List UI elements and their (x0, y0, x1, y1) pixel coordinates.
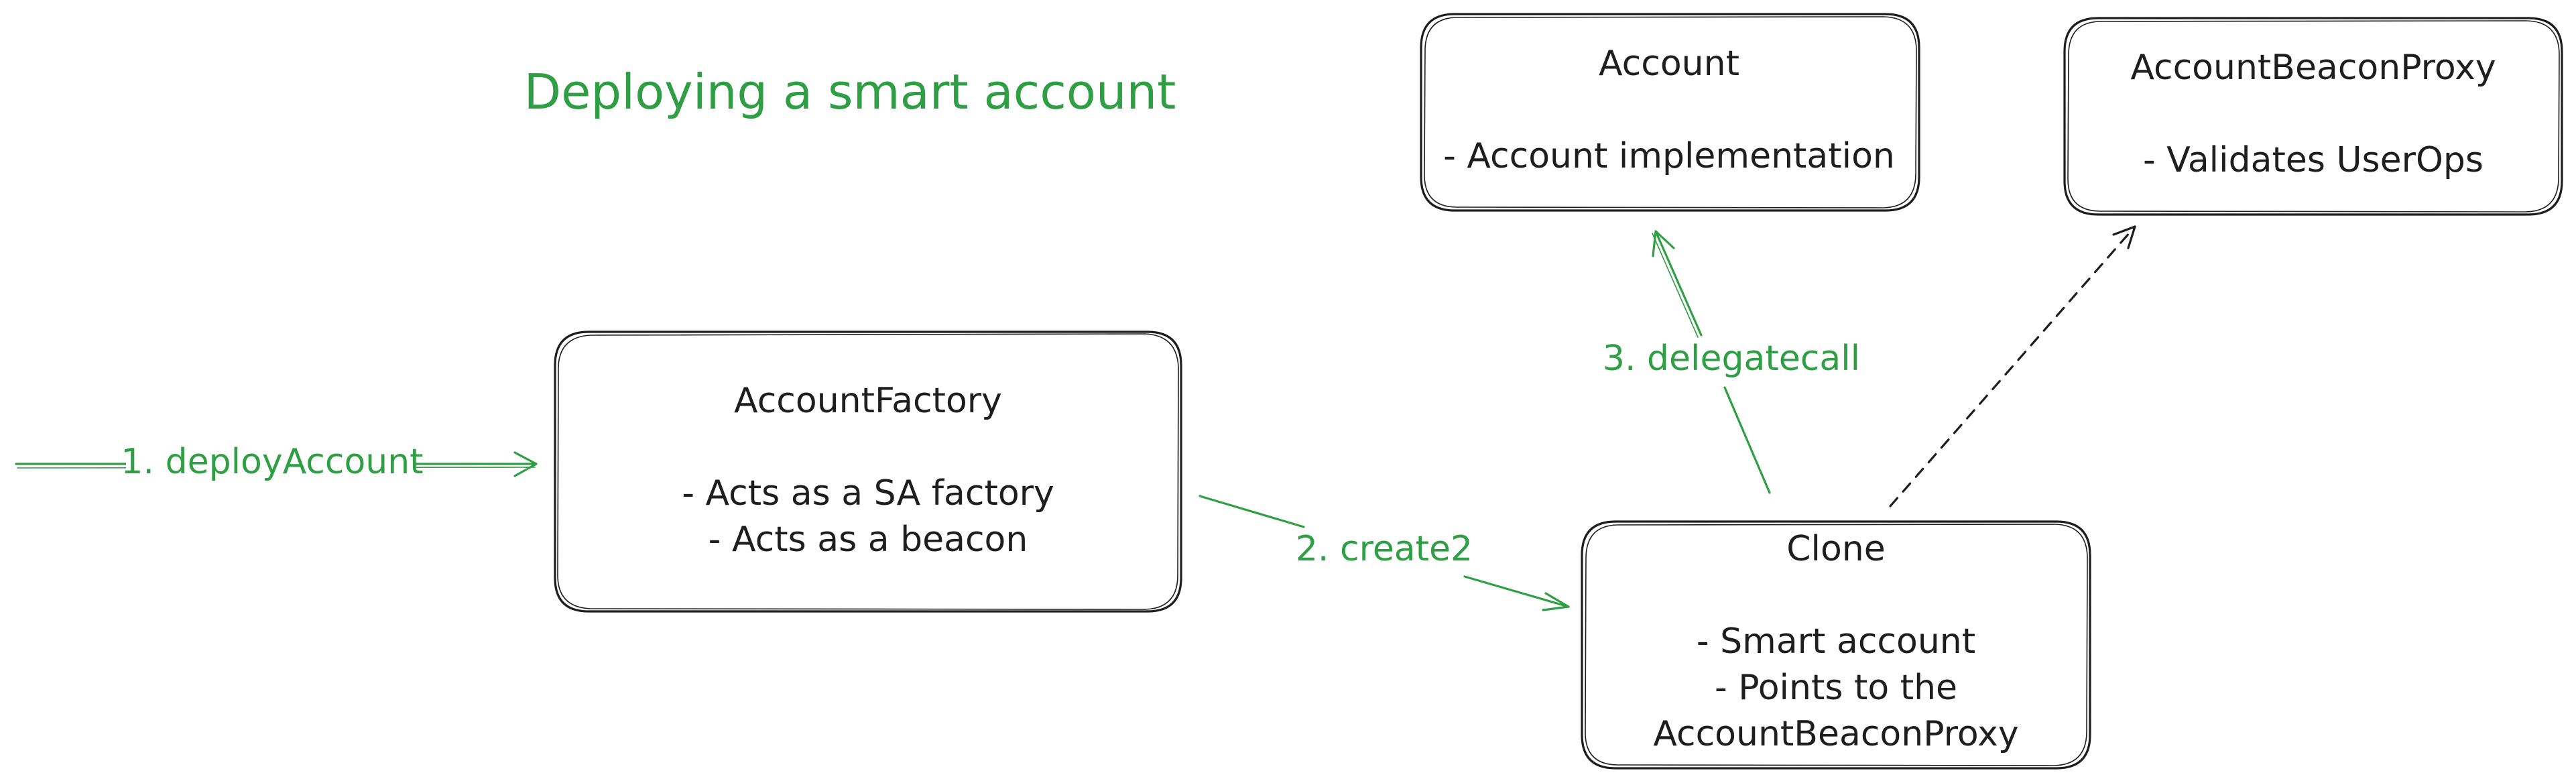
delegatecall-arrow-line-1 (1723, 386, 1771, 494)
clone-line-3: AccountBeaconProxy (1653, 714, 2018, 754)
delegatecall-arrowhead (1652, 230, 1675, 257)
delegatecall-arrow-line-2 (1654, 230, 1703, 337)
points-to-proxy-arrow-line (1889, 225, 2136, 507)
account-beacon-proxy-box-border (2063, 17, 2563, 216)
points-to-proxy-arrowhead (2112, 225, 2136, 249)
account-beacon-proxy-box-sketch (2067, 20, 2560, 213)
account-box-sketch (1424, 16, 1917, 208)
points-to-proxy-arrow (1889, 225, 2136, 507)
create2-arrow-line-2 (1463, 575, 1570, 608)
account-factory-line-1: - Acts as a SA factory (682, 473, 1054, 514)
account-box-border (1420, 13, 1920, 212)
deploy-account-arrow: 1. deployAccount (15, 437, 538, 491)
clone-title: Clone (1786, 529, 1886, 569)
clone-box[interactable]: Clone - Smart account - Points to the Ac… (1581, 520, 2091, 770)
deploy-account-arrowhead (513, 451, 538, 477)
account-factory-box-sketch (557, 333, 1179, 610)
clone-line-1: - Smart account (1697, 621, 1975, 662)
create2-arrow: 2. create2 (1199, 495, 1570, 611)
account-beacon-proxy-line-1: - Validates UserOps (2143, 140, 2483, 180)
account-beacon-proxy-box[interactable]: AccountBeaconProxy - Validates UserOps (2063, 17, 2563, 216)
account-factory-box[interactable]: AccountFactory - Acts as a SA factory - … (554, 331, 1182, 613)
deploy-account-label-bg (126, 437, 414, 491)
diagram-title: Deploying a smart account (524, 64, 1176, 120)
delegatecall-arrow: 3. delegatecall (1603, 230, 1860, 494)
clone-box-sketch (1585, 524, 2088, 766)
account-line-1: - Account implementation (1443, 136, 1895, 176)
account-beacon-proxy-title: AccountBeaconProxy (2130, 48, 2496, 88)
delegatecall-label: 3. delegatecall (1603, 339, 1860, 379)
clone-line-2: - Points to the (1715, 668, 1957, 708)
account-factory-box-border (554, 331, 1182, 613)
account-factory-title: AccountFactory (734, 381, 1002, 421)
delegatecall-arrow-line-sketch (1652, 233, 1699, 338)
clone-box-border (1581, 520, 2091, 770)
account-box[interactable]: Account - Account implementation (1420, 13, 1920, 212)
deploy-account-label: 1. deployAccount (121, 442, 423, 482)
create2-arrow-line-1 (1199, 495, 1305, 528)
account-title: Account (1599, 44, 1739, 84)
create2-arrowhead (1542, 592, 1570, 611)
create2-label: 2. create2 (1296, 529, 1473, 569)
account-factory-line-2: - Acts as a beacon (709, 520, 1028, 560)
